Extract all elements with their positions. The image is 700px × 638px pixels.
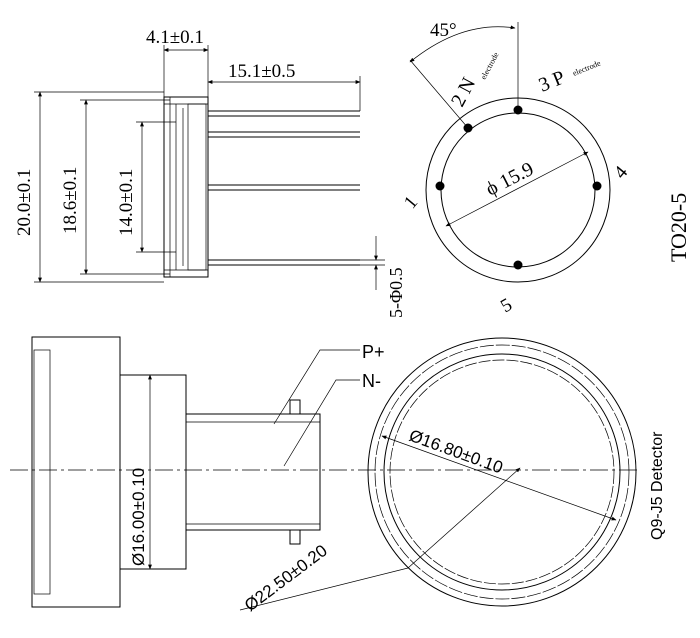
header-hatch — [187, 103, 207, 271]
pin-5-dot — [513, 260, 523, 270]
detector-front-view: Ø16.80±0.10 Ø22.50±0.20 Q9-J5 Detector — [239, 337, 666, 615]
side-view: 4.1±0.1 15.1±0.5 20.0±0.1 18.6±0.1 14.0±… — [14, 27, 406, 318]
detector-side-view: P+ N- Ø16.00±0.10 — [10, 336, 640, 608]
pcd-label: ϕ 15.9 — [482, 158, 537, 201]
dim-height-mid: 18.6±0.1 — [60, 167, 81, 234]
pinout-outer-circle — [425, 97, 611, 283]
dim-pin-length: 15.1±0.5 — [228, 61, 295, 82]
pin-1-label: 1 — [400, 192, 422, 213]
dim-body: Ø16.00±0.10 — [129, 468, 148, 566]
angle-label: 45° — [430, 20, 457, 41]
pin-3-sub: electrode — [571, 58, 602, 77]
pin-1-dot — [435, 181, 445, 191]
header-base — [185, 413, 321, 531]
dim-height-outer: 20.0±0.1 — [14, 169, 35, 236]
pin-4-dot — [592, 181, 602, 191]
label-n: N- — [362, 371, 381, 391]
pin-4-label: 4 — [610, 162, 633, 183]
pin-bottom — [289, 529, 301, 545]
package-body — [163, 96, 209, 278]
inner-window — [383, 353, 621, 591]
pin-5-label: 5 — [497, 294, 516, 317]
pin-top — [289, 399, 301, 415]
outer-ring-knurl — [374, 344, 630, 600]
dim-height-inner: 14.0±0.1 — [116, 169, 137, 236]
pin-2-sub: electrode — [479, 50, 501, 81]
window-cap — [31, 336, 121, 608]
window-hatch — [33, 349, 51, 595]
dim-flange: 4.1±0.1 — [146, 27, 204, 48]
pin-2-label: 2 N — [447, 74, 480, 110]
pinout-inner-circle — [440, 112, 596, 268]
dim-pins: 5-Φ0.5 — [386, 267, 406, 318]
dim-window: Ø16.80±0.10 — [407, 426, 506, 477]
package-label: TO20-5 — [666, 193, 691, 262]
label-p: P+ — [362, 342, 385, 362]
detector-label: Q9-J5 Detector — [649, 431, 666, 540]
pins — [208, 110, 360, 266]
pin-3-label: 3 P — [536, 66, 568, 96]
dim-outer: Ø22.50±0.20 — [241, 541, 331, 615]
outer-ring — [367, 337, 637, 607]
pinout-view: 45° 2 N electrode 3 P electrode 1 4 5 ϕ … — [400, 20, 691, 317]
pin-2-dot — [463, 123, 473, 133]
inner-window-edge — [389, 359, 615, 585]
